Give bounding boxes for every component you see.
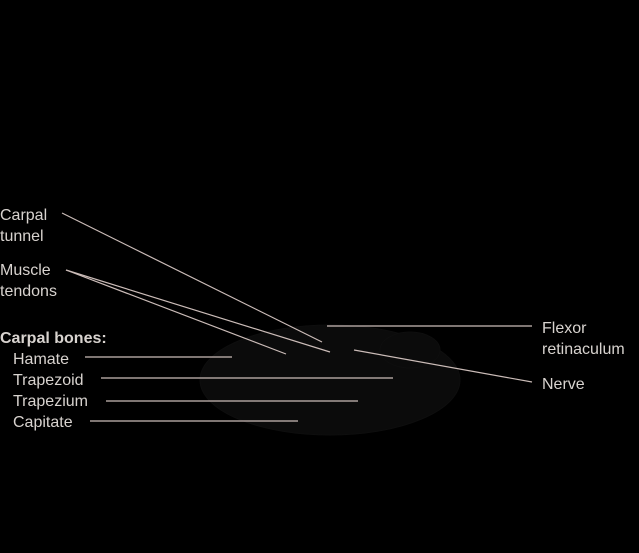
flexor-retinaculum-label-line1: Flexor [542, 320, 587, 337]
trapezium-label: Trapezium [13, 393, 88, 410]
wrist-illustration [199, 324, 461, 436]
flexor-retinaculum-label-line2: retinaculum [542, 341, 625, 358]
leader-lines [61, 212, 533, 422]
carpal-tunnel-label-line1: Carpal [0, 207, 47, 224]
trapezoid-label: Trapezoid [13, 372, 84, 389]
carpal-bones-heading: Carpal bones: [0, 330, 107, 347]
nerve-leader [353, 349, 533, 383]
muscle-tendons-label-line2: tendons [0, 283, 57, 300]
labels: Carpal tunnel Muscle tendons Carpal bone… [0, 207, 625, 431]
carpal-tunnel-leader [61, 212, 323, 343]
muscle-tendons-leader-2 [65, 269, 331, 353]
hamate-label: Hamate [13, 351, 69, 368]
carpal-tunnel-label-line2: tunnel [0, 228, 44, 245]
nerve-label: Nerve [542, 376, 585, 393]
muscle-tendons-leader-1 [65, 269, 287, 355]
capitate-label: Capitate [13, 414, 73, 431]
tendon-bundle-shape [379, 331, 441, 369]
muscle-tendons-label-line1: Muscle [0, 262, 51, 279]
